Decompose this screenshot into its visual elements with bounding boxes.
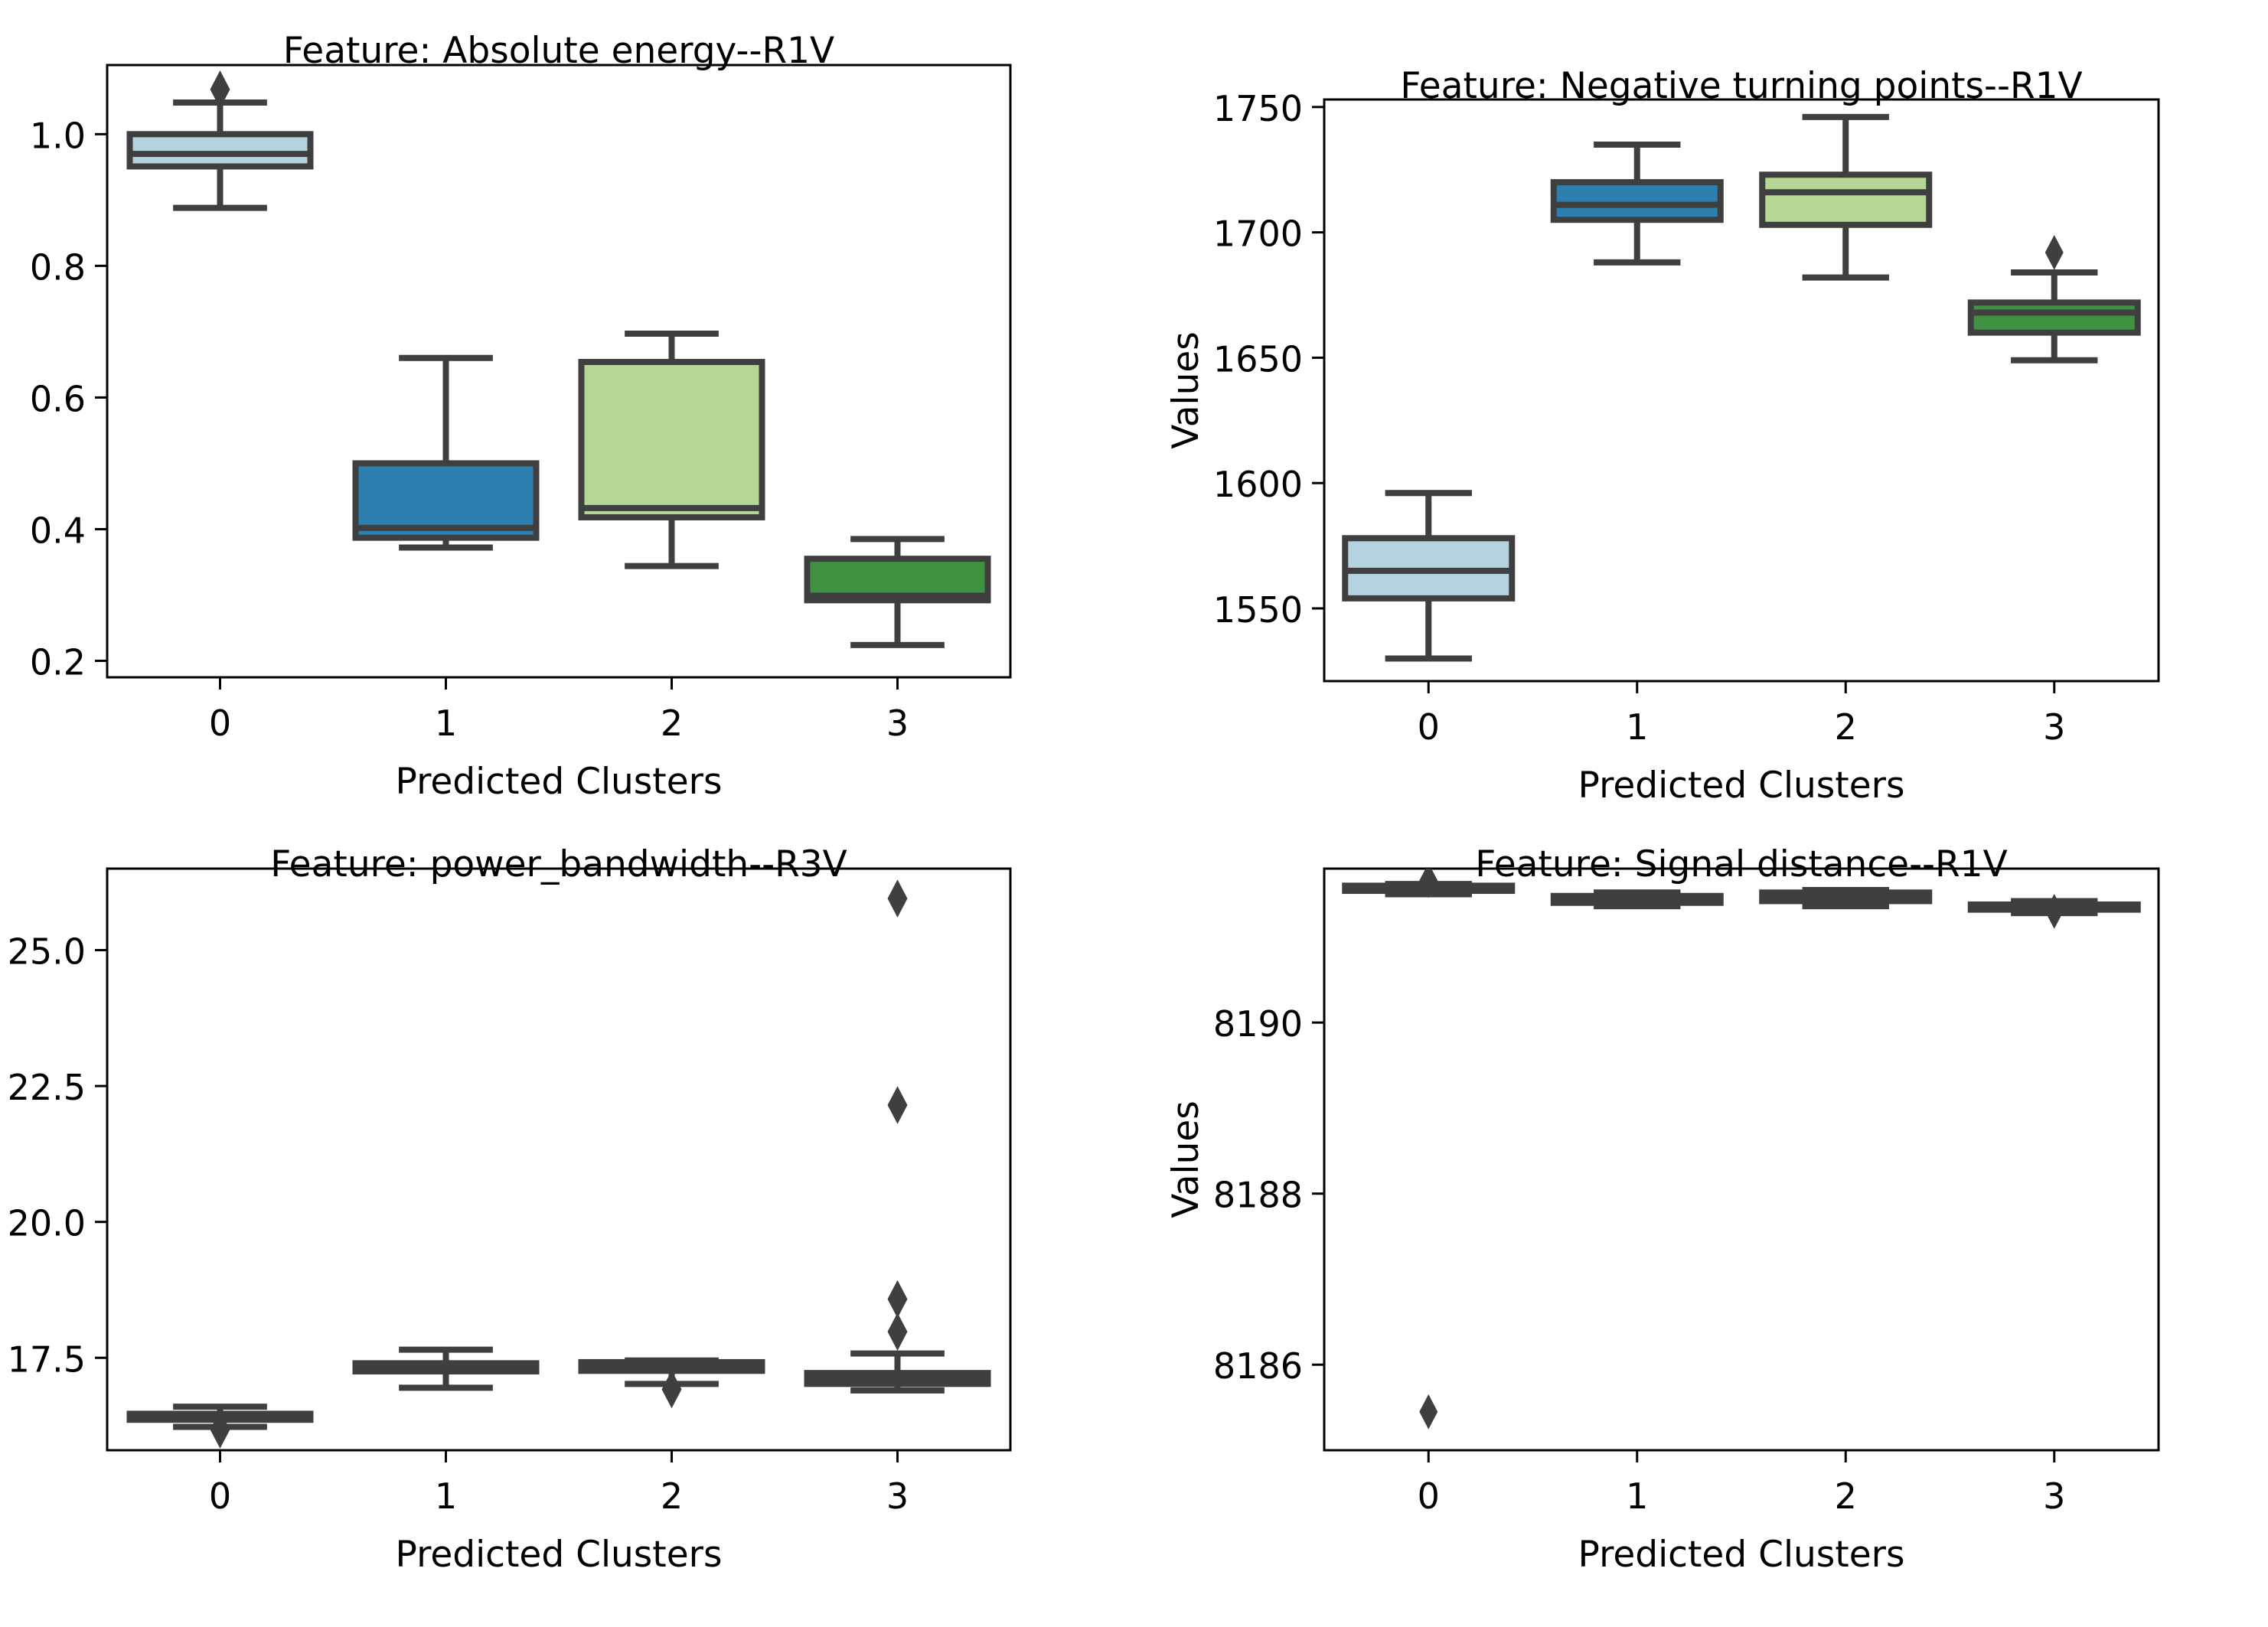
x-tick-label: 0 [1418, 1475, 1440, 1517]
box-group-cluster-3 [1967, 893, 2141, 929]
y-tick-label: 17.5 [8, 1338, 86, 1380]
x-axis-label: Predicted Clusters [1578, 765, 1905, 807]
y-tick-label: 8188 [1213, 1175, 1303, 1216]
outlier-marker [1419, 1394, 1438, 1430]
x-tick-label: 2 [1835, 706, 1857, 748]
y-tick-label: 1550 [1213, 589, 1303, 631]
y-tick-label: 0.6 [30, 378, 86, 419]
y-tick-label: 1700 [1213, 214, 1303, 255]
box-group-cluster-2 [1759, 886, 1933, 910]
panel-title: Feature: Negative turning points--R1V [1400, 65, 2082, 107]
boxplot-panel-bottom-left: Feature: power_bandwidth--R3V 17.5 20.0 22.… [0, 827, 1148, 1627]
x-axis-label: Predicted Clusters [1578, 1534, 1905, 1576]
box-group-cluster-3 [804, 879, 991, 1394]
box-group-cluster-3 [804, 536, 991, 648]
x-tick-label: 1 [1626, 1475, 1648, 1517]
x-tick-label: 3 [886, 703, 909, 744]
box-group-cluster-2 [578, 1357, 765, 1409]
y-tick-label: 0.8 [30, 246, 86, 288]
y-tick-label: 25.0 [8, 931, 86, 973]
plot-frame [1323, 98, 2160, 683]
x-tick-label: 3 [2043, 706, 2065, 748]
y-tick-label: 8190 [1213, 1003, 1303, 1045]
y-tick-label: 20.0 [8, 1203, 86, 1244]
x-tick-label: 1 [435, 1475, 457, 1517]
outlier-marker [1419, 869, 1438, 898]
box-group-cluster-2 [1759, 113, 1933, 281]
box-iqr [1759, 171, 1933, 228]
x-tick-label: 2 [661, 1475, 683, 1517]
outlier-marker [661, 1370, 682, 1409]
y-tick-label: 1750 [1213, 88, 1303, 129]
box-iqr [126, 131, 314, 170]
x-tick-label: 1 [435, 703, 457, 744]
x-tick-label: 2 [661, 703, 683, 744]
outlier-marker [210, 70, 230, 109]
plot-frame [106, 867, 1012, 1452]
x-axis-label: Predicted Clusters [396, 761, 723, 803]
outlier-marker [887, 1312, 908, 1351]
panel-title: Feature: Signal distance--R1V [1475, 843, 2007, 885]
box-group-cluster-1 [1550, 889, 1724, 910]
boxplot-panel-bottom-right: Feature: Signal distance--R1V 8186 8188 819… [1148, 827, 2268, 1627]
x-tick-label: 0 [209, 703, 231, 744]
box-group-cluster-1 [352, 354, 540, 551]
x-tick-label: 1 [1626, 706, 1648, 748]
box-group-cluster-1 [1550, 141, 1724, 266]
y-axis-label: Values [1165, 1100, 1207, 1218]
y-tick-label: 8186 [1213, 1345, 1303, 1387]
outlier-marker [887, 1086, 908, 1124]
boxplot-panel-top-right: Feature: Negative turning points--R1V 155… [1148, 0, 2268, 827]
x-tick-label: 0 [209, 1475, 231, 1517]
y-axis-label: Values [1165, 331, 1207, 449]
outlier-marker [887, 1280, 908, 1319]
box-group-cluster-3 [1967, 234, 2141, 364]
plot-frame [106, 64, 1012, 679]
x-tick-label: 3 [886, 1475, 909, 1517]
box-group-cluster-2 [578, 330, 765, 569]
box-group-cluster-0 [126, 70, 314, 211]
outlier-marker [2044, 234, 2064, 270]
y-tick-label: 0.2 [30, 641, 86, 683]
y-tick-label: 1650 [1213, 338, 1303, 380]
box-iqr [1550, 179, 1724, 223]
plot-frame [1323, 867, 2160, 1452]
y-tick-label: 1.0 [30, 115, 86, 156]
x-tick-label: 0 [1418, 706, 1440, 748]
y-tick-label: 0.4 [30, 510, 86, 551]
box-group-cluster-0 [1342, 869, 1516, 1430]
y-tick-label: 1600 [1213, 464, 1303, 505]
panel-title: Feature: power_bandwidth--R3V [270, 843, 847, 885]
box-group-cluster-0 [126, 1404, 314, 1449]
box-group-cluster-0 [1342, 490, 1516, 662]
x-axis-label: Predicted Clusters [396, 1534, 723, 1576]
outlier-marker [210, 1410, 230, 1449]
x-tick-label: 3 [2043, 1475, 2065, 1517]
x-tick-label: 2 [1835, 1475, 1857, 1517]
box-iqr [578, 358, 765, 520]
y-tick-label: 22.5 [8, 1067, 86, 1108]
outlier-marker [887, 879, 908, 918]
box-iqr [1967, 299, 2141, 336]
box-group-cluster-1 [352, 1346, 540, 1391]
